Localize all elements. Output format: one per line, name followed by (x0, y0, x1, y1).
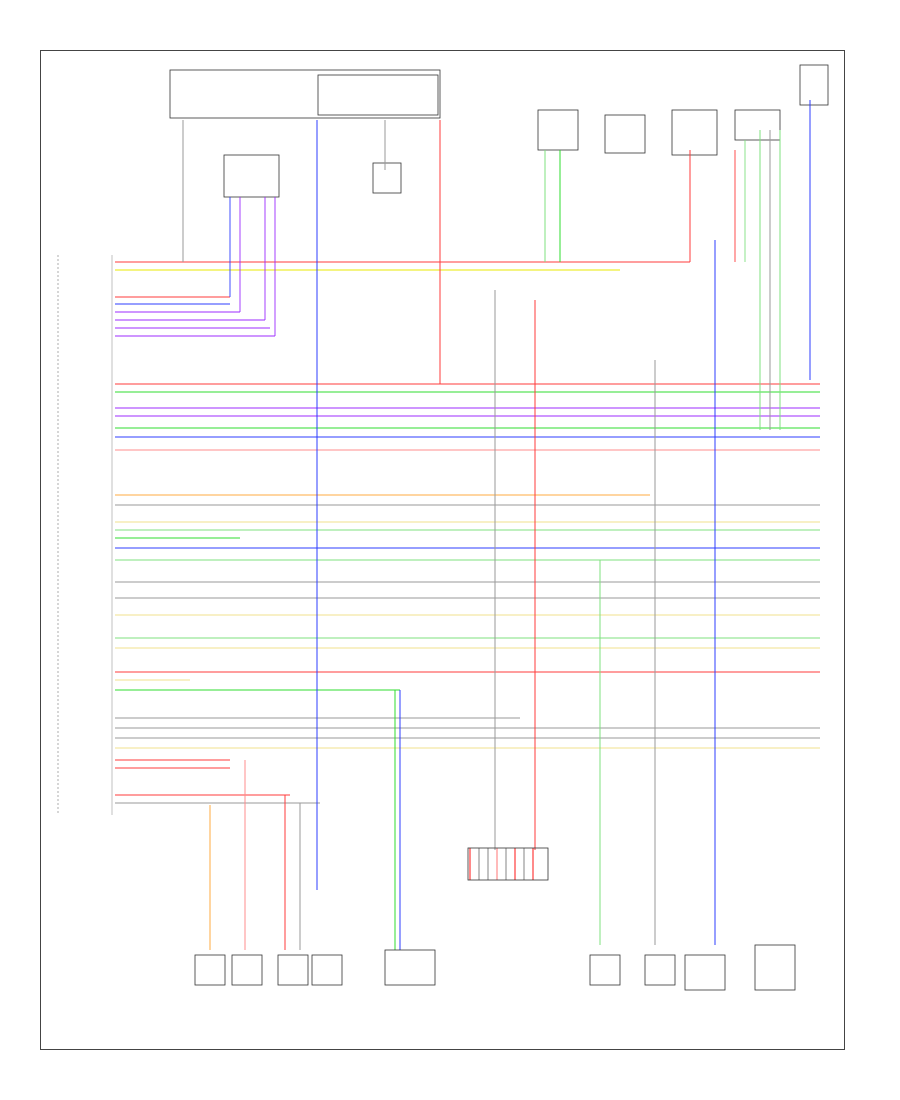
bottom-sensor-6 (589, 954, 621, 986)
bottom-sensor-4 (311, 954, 343, 986)
harness-wires (115, 100, 820, 950)
top-connector-4 (604, 114, 646, 154)
top-connector-3 (537, 109, 579, 151)
bottom-sensor-1 (194, 954, 226, 986)
top-connector-2 (372, 162, 402, 194)
bottom-sensor-8 (684, 954, 726, 991)
diagram-border (40, 50, 845, 1050)
bottom-sensor-5 (384, 949, 436, 986)
ecm-connector (57, 255, 113, 815)
top-connector-1 (223, 154, 280, 198)
bottom-sensor-7 (644, 954, 676, 986)
bottom-components (194, 847, 796, 991)
bottom-sensor-9 (754, 944, 796, 991)
bottom-sensor-2 (231, 954, 263, 986)
top-relay-box (169, 69, 441, 119)
top-connector-5 (671, 64, 829, 156)
bottom-sensor-3 (277, 954, 309, 986)
